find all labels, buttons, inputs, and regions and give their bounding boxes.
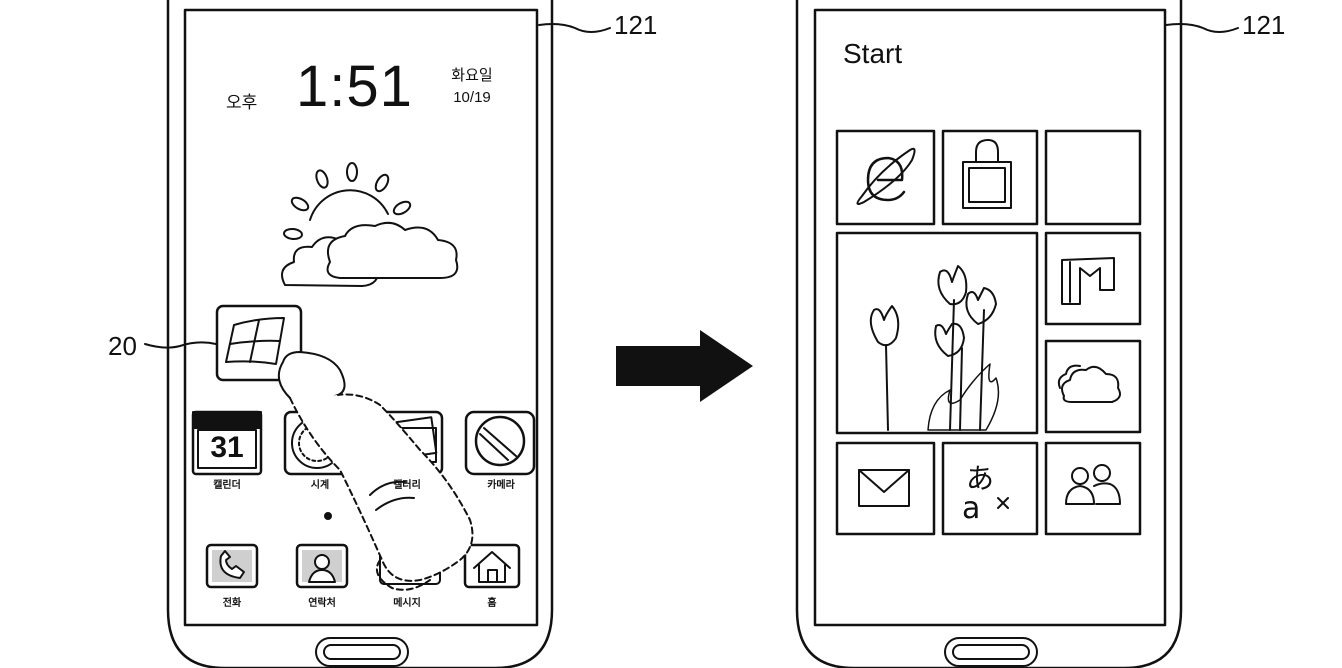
windows-start-icon[interactable] [144,304,303,382]
left-phone [166,0,611,668]
phone-icon[interactable] [205,543,259,589]
tile-people[interactable] [1044,441,1142,536]
app-label-message: 메시지 [393,598,421,609]
date-label: 10/19 [453,89,491,106]
right-phone [795,0,1239,668]
contacts-icon[interactable] [295,543,349,589]
app-label-contacts: 연락처 [308,598,336,609]
tile-internet-explorer[interactable] [835,129,936,226]
app-label-phone: 전화 [222,598,242,609]
calendar-icon[interactable] [191,410,263,476]
app-label-clock: 시계 [310,480,330,491]
tile-office[interactable] [1044,231,1142,326]
tile-cloud[interactable] [1044,339,1142,434]
page-indicator-dot [324,512,332,520]
calendar-badge: 31 [210,431,244,464]
tile-mail[interactable] [835,441,936,536]
left-ref-leader [538,23,611,33]
app-label-home: 홈 [487,598,497,609]
start-screen-title: Start [843,38,903,69]
windows-icon-ref-number: 20 [108,331,137,361]
left-phone-screen [183,8,539,627]
weather-icon [281,162,459,287]
left-ref-number: 121 [614,10,658,40]
right-ref-leader [1165,23,1239,33]
camera-icon[interactable] [464,410,536,476]
right-ref-number: 121 [1242,10,1286,40]
right-phone-screen [813,8,1167,627]
left-home-button [315,637,409,667]
finger-gesture [277,351,474,591]
tile-translate[interactable]: あ a [941,441,1039,536]
ampm-label: 오후 [226,93,258,112]
tile-tulip-photo[interactable] [835,231,1039,435]
svg-text:a: a [962,491,980,526]
clock-time: 1:51 [296,54,413,119]
app-label-camera: 카메라 [487,480,515,491]
tile-store[interactable] [941,129,1039,226]
icon-20-leader [144,341,217,349]
app-label-calendar: 캘린더 [213,480,241,491]
right-arrow-icon [616,330,753,402]
svg-text:あ: あ [966,462,994,495]
app-label-gallery: 갤러리 [393,480,421,491]
home-icon[interactable] [463,543,521,589]
right-home-button [944,637,1038,667]
tile-blank[interactable] [1044,129,1142,226]
weekday-label: 화요일 [451,67,493,84]
